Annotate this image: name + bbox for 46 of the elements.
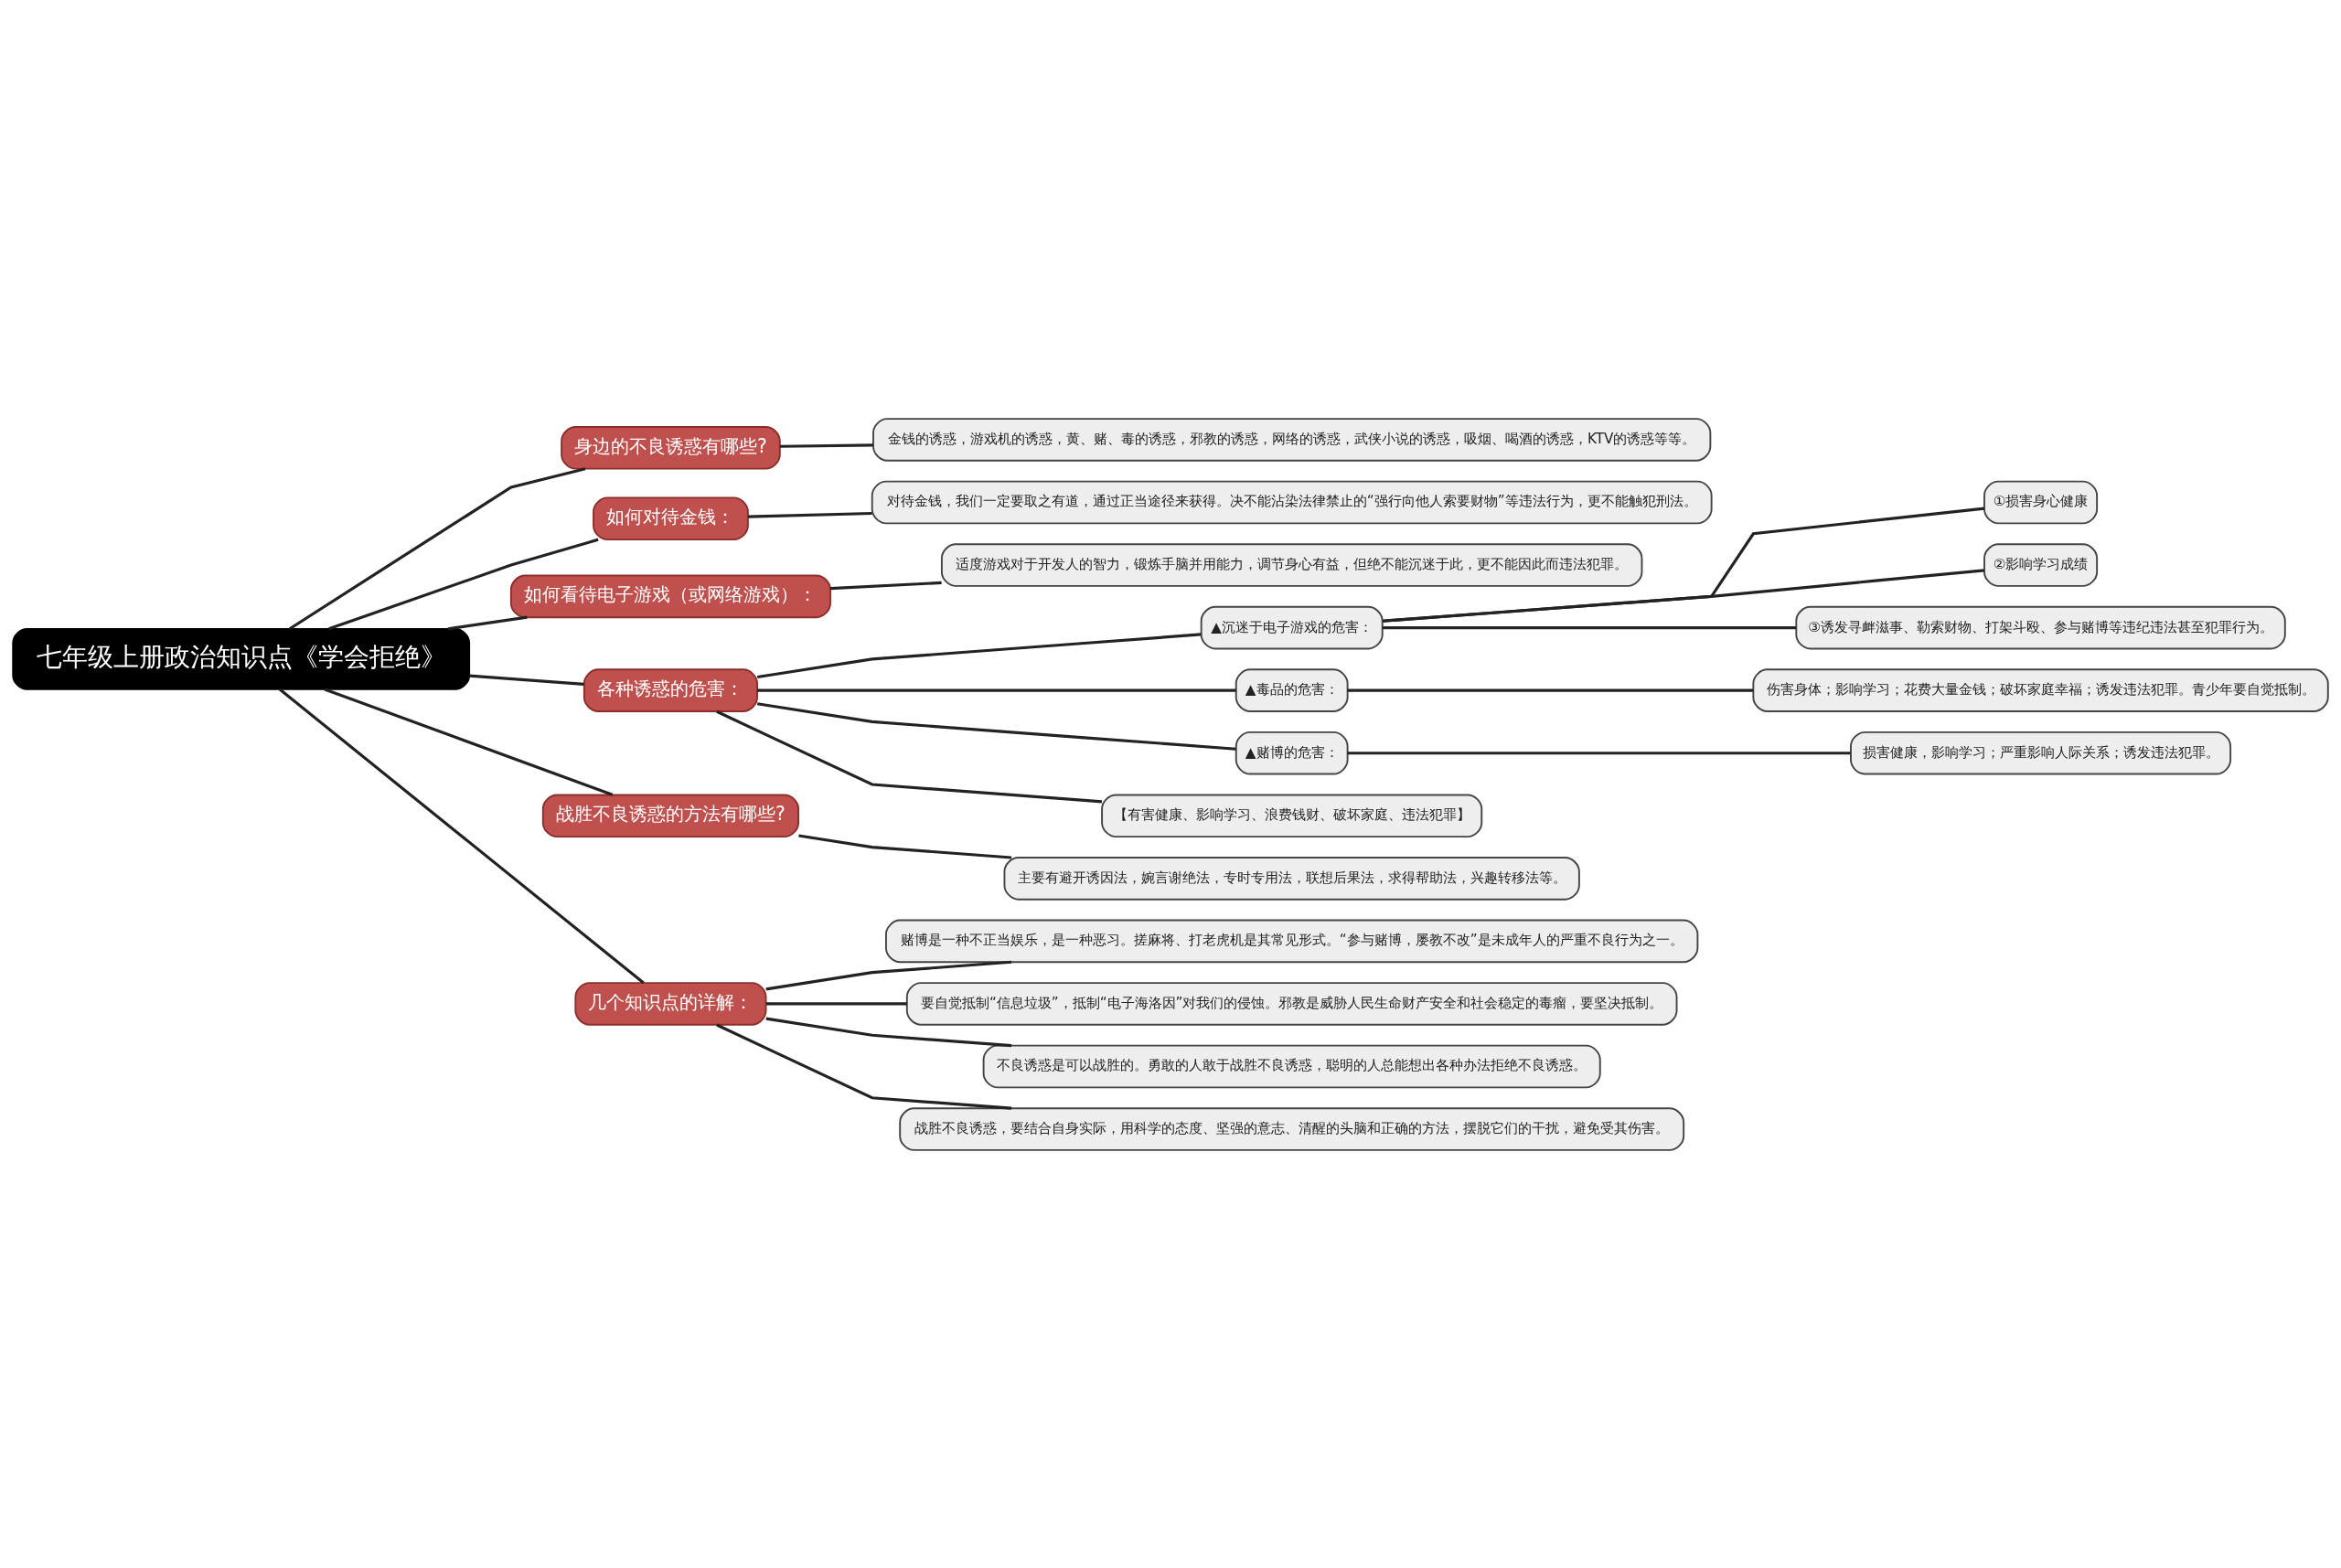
node-box: 几个知识点的详解： bbox=[574, 981, 767, 1026]
node-box: 七年级上册政治知识点《学会拒绝》 bbox=[12, 627, 471, 690]
node-box: 金钱的诱惑，游戏机的诱惑，黄、赌、毒的诱惑，邪教的诱惑，网络的诱惑，武侠小说的诱惑，吸烟、喝酒的诱惑，KTV的诱惑等等。 bbox=[872, 417, 1712, 462]
connector bbox=[447, 615, 528, 630]
connector bbox=[1383, 507, 1985, 623]
node-box: ①损害身心健康 bbox=[1983, 480, 2099, 524]
node-box: 不良诱惑是可以战胜的。勇敢的人敢于战胜不良诱惑，聪明的人总能想出各种办法拒绝不良诱惑。 bbox=[982, 1044, 1601, 1088]
node-box: 主要有避开诱因法，婉言谢绝法，专时专用法，联想后果法，求得帮助法，兴趣转移法等。 bbox=[1003, 856, 1580, 901]
connector bbox=[716, 709, 1103, 803]
connector bbox=[757, 632, 1202, 678]
node-box: 战胜不良诱惑的方法有哪些? bbox=[541, 793, 800, 837]
connector bbox=[765, 960, 1012, 990]
node-box: 身边的不良诱惑有哪些? bbox=[561, 425, 781, 470]
node-box: 要自觉抵制“信息垃圾”，抵制“电子海洛因”对我们的侵蚀。邪教是威胁人民生命财产安全和社会稳定的毒瘤，要坚决抵制。 bbox=[905, 981, 1678, 1026]
node-box: 赌博是一种不正当娱乐，是一种恶习。搓麻将、打老虎机是其常见形式。“参与赌博，屡教不改”是未成年人的严重不良行为之一。 bbox=[885, 919, 1699, 963]
node-box: ③诱发寻衅滋事、勒索财物、打架斗殴、参与赌博等违纪违法甚至犯罪行为。 bbox=[1795, 605, 2286, 649]
connector bbox=[279, 688, 645, 984]
connector bbox=[1347, 751, 1851, 754]
connector bbox=[757, 688, 1236, 692]
connector bbox=[324, 687, 614, 796]
node-box: ▲毒品的危害： bbox=[1235, 667, 1349, 712]
connector bbox=[1383, 625, 1797, 629]
connector bbox=[747, 511, 872, 518]
connector bbox=[288, 466, 586, 630]
node-box: 【有害健康、影响学习、浪费钱财、破坏家庭、违法犯罪】 bbox=[1101, 793, 1483, 837]
node-box: 适度游戏对于开发人的智力，锻炼手脑并用能力，调节身心有益，但绝不能沉迷于此，更不能因此而违法犯罪。 bbox=[940, 542, 1643, 587]
connector bbox=[1347, 688, 1754, 692]
node-box: ②影响学习成绩 bbox=[1983, 542, 2099, 587]
node-box: 伤害身体；影响学习；花费大量金钱；破坏家庭幸福；诱发违法犯罪。青少年要自觉抵制。 bbox=[1752, 667, 2329, 712]
connector bbox=[757, 701, 1236, 751]
connector bbox=[765, 1001, 907, 1006]
connector bbox=[716, 1023, 1012, 1110]
node-box: ▲赌博的危害： bbox=[1235, 731, 1349, 775]
connector bbox=[469, 674, 584, 686]
connector bbox=[779, 443, 873, 448]
node-box: 如何对待金钱： bbox=[593, 496, 749, 540]
node-box: ▲沉迷于电子游戏的危害： bbox=[1200, 605, 1384, 649]
connector bbox=[798, 833, 1012, 859]
connector bbox=[1383, 568, 1984, 623]
node-box: 对待金钱，我们一定要取之有道，通过正当途径来获得。决不能沾染法律禁止的“强行向他人索要财物”等违法行为，更不能触犯刑法。 bbox=[871, 480, 1713, 524]
node-box: 损害健康，影响学习；严重影响人际关系；诱发违法犯罪。 bbox=[1850, 731, 2232, 775]
connector bbox=[328, 538, 599, 630]
node-box: 如何看待电子游戏（或网络游戏）： bbox=[509, 574, 831, 618]
node-box: 各种诱惑的危害： bbox=[583, 667, 758, 712]
connector bbox=[830, 581, 942, 590]
node-box: 战胜不良诱惑，要结合自身实际，用科学的态度、坚强的意志、清醒的头脑和正确的方法，摆脱它们的干扰，避免受其伤害。 bbox=[899, 1106, 1685, 1151]
